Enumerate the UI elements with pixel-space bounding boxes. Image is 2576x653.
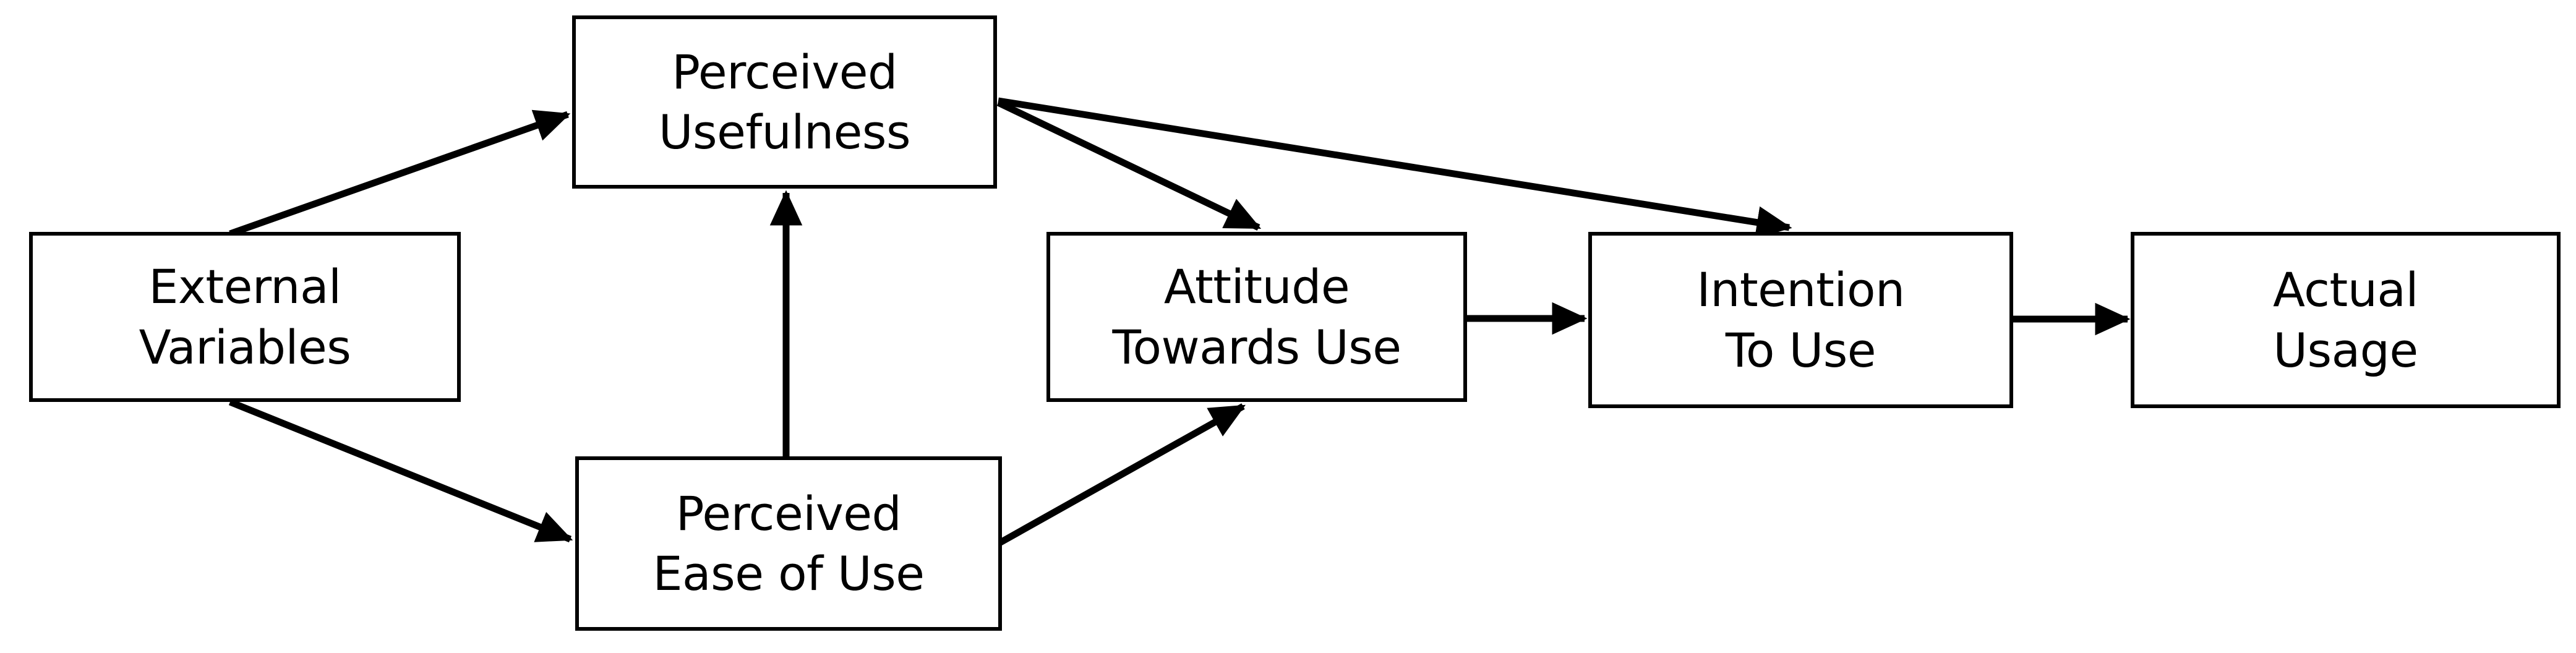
node-external-variables-line-2: Variables <box>139 319 351 375</box>
node-actual-usage[interactable]: Actual Usage <box>2131 232 2561 408</box>
node-intention-to-use-line-2: To Use <box>1725 322 1876 378</box>
node-perceived-ease-of-use-line-2: Ease of Use <box>653 546 925 601</box>
node-actual-usage-line-2: Usage <box>2273 322 2418 378</box>
node-actual-usage-line-1: Actual <box>2272 262 2419 318</box>
node-perceived-ease-of-use[interactable]: Perceived Ease of Use <box>575 456 1002 631</box>
node-external-variables[interactable]: External Variables <box>29 232 461 402</box>
node-intention-to-use[interactable]: Intention To Use <box>1588 232 2013 408</box>
edge-perceived-usefulness-to-intention-to-use <box>998 97 1792 239</box>
node-external-variables-line-1: External <box>148 259 341 315</box>
node-intention-to-use-line-1: Intention <box>1697 262 1905 318</box>
node-attitude-towards-use[interactable]: Attitude Towards Use <box>1046 232 1467 402</box>
node-perceived-usefulness-line-2: Usefulness <box>658 105 911 160</box>
edge-perceived-ease-of-use-to-attitude-towards-use <box>998 403 1246 546</box>
node-perceived-usefulness-line-1: Perceived <box>672 44 897 100</box>
node-perceived-usefulness[interactable]: Perceived Usefulness <box>572 15 997 189</box>
edge-external-variables-to-perceived-ease-of-use <box>228 398 573 543</box>
edge-external-variables-to-perceived-usefulness <box>229 109 571 237</box>
edge-perceived-usefulness-to-attitude-towards-use <box>996 100 1262 231</box>
node-attitude-towards-use-line-1: Attitude <box>1163 259 1350 315</box>
node-attitude-towards-use-line-2: Towards Use <box>1112 319 1401 375</box>
node-perceived-ease-of-use-line-1: Perceived <box>675 485 902 541</box>
